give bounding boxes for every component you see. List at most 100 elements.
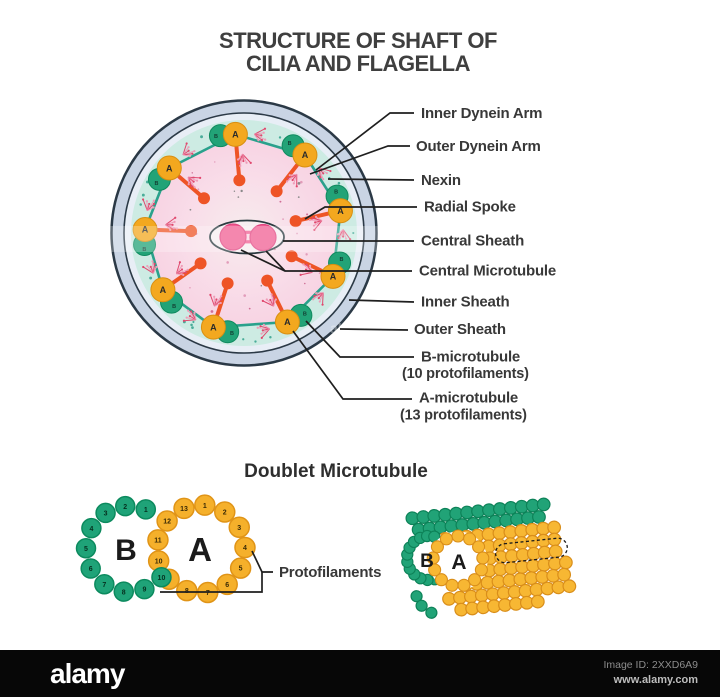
protofilament-rings: 1234567891011121312345678910 [75,494,256,604]
speckle [297,181,301,185]
radial-spoke-head [185,225,198,238]
speckle [282,218,284,220]
dynein-arm-filament [142,199,148,211]
dynein-arm-filament [209,294,215,307]
dynein-arm-filament [254,128,266,135]
radial-spoke [177,174,203,197]
dynein-arm-tip [191,152,194,155]
dynein-arm-tip [291,178,294,182]
protofilament-number: 4 [243,545,247,552]
alamy-url-text: www.alamy.com [613,674,698,687]
protofilament-bead [176,579,198,602]
dynein-arm-tip [192,180,195,183]
dynein-arm-filament [188,176,201,179]
speckle [254,340,257,343]
callout-line-b-microtubule [305,320,414,358]
watermark-ghost-text: alamy [330,320,370,336]
dynein-arm-tip [321,303,324,306]
a-tubule-letter: A [188,531,212,568]
dynein-arm-tip [171,223,174,226]
speckle [141,193,145,197]
speckle [318,272,321,275]
dynein-arm-filament [214,302,221,307]
dynein-arm-tip [193,186,196,189]
speckle [279,200,282,203]
dynein-arm-tip [342,235,345,238]
speckle [200,135,203,139]
tubule-bead [425,606,438,619]
label-a-microtubule-sub: (13 protofilaments) [400,408,527,424]
dynein-arm-tip [193,311,196,314]
dynein-arm-tip [256,326,259,329]
dynein-arm-tip [152,202,156,205]
protofilament-bead [115,495,136,517]
dynein-arm-tip [182,319,186,322]
a-tubule [292,142,318,168]
label-b-microtubule: B-microtubule [421,349,520,366]
dynein-arm-tip [262,323,265,326]
a-face-bead [434,573,448,587]
dynein-arm-tip [215,298,218,301]
dynein-arm-tip [262,131,265,134]
image-id-text: Image ID: 2XXD6A9 [603,658,698,671]
central-pair-bridge-top [240,230,258,234]
dynein-arm-tip [313,228,316,232]
a-tubule [150,277,176,303]
b-tubule-letter: B [230,331,234,337]
b-tubule-letter: B [303,311,307,317]
dynein-arm-tip [186,309,190,312]
dynein-arm-filament [337,229,344,235]
protofilament-number: 2 [123,504,127,511]
dynein-arm-tip [182,273,185,277]
a-tubule-letter: A [284,317,291,327]
protofilament-number: 9 [142,587,146,594]
speckle [296,232,298,235]
label-radial-spoke: Radial Spoke [424,199,516,216]
protofilament-bead [228,516,251,539]
speckle [237,196,240,198]
doublet-7: AB [142,257,207,314]
speckle [233,190,236,192]
dynein-arm-tip [269,298,272,302]
dynein-arm-tip [285,180,289,183]
dynein-arm-tip [239,164,242,167]
a-face-bead [472,540,486,554]
dynein-arm-tip [260,138,264,142]
a-face-bead [426,551,440,565]
central-pair-bridge-bottom [240,240,258,244]
protofilament-bead [113,581,135,602]
dynein-arm-tip [312,298,315,301]
protofilament-bead [151,566,172,588]
b-tubule-letter: B [142,247,146,253]
doublet-2: AB [270,134,332,198]
protofilament-number: 7 [102,582,106,589]
dynein-arm-filament [289,173,297,176]
dynein-arm-tip [299,273,302,276]
speckle [149,276,153,280]
dynein-arm-filament [176,273,184,276]
callout-line-radial-spoke [304,206,417,220]
a-tubule-letter: A [160,285,167,295]
dynein-arm-tip [272,295,275,298]
watermark-band [38,226,384,252]
callout-labels: Inner Dynein Arm Outer Dynein Arm Nexin … [400,105,556,424]
dynein-arm-filament [300,271,313,276]
a-face-bead [463,532,477,546]
a-tubule [327,198,353,224]
central-microtubule-right [249,223,277,252]
dynein-arm-tip [260,336,263,339]
label-outer-sheath: Outer Sheath [414,321,506,338]
dynein-arm-filament [165,224,171,231]
radial-spoke-head [194,257,207,270]
a-tubule [156,155,182,181]
a-face-bead [451,529,465,543]
radial-spoke-head [261,274,274,287]
b-tubule-3d-letter: B [420,551,434,572]
speckle [210,310,214,313]
cross-section-diagram: 1234567891011121312345678910 B A Protofi… [75,494,381,604]
speckle [242,338,245,341]
dynein-arm-tip [337,236,340,239]
